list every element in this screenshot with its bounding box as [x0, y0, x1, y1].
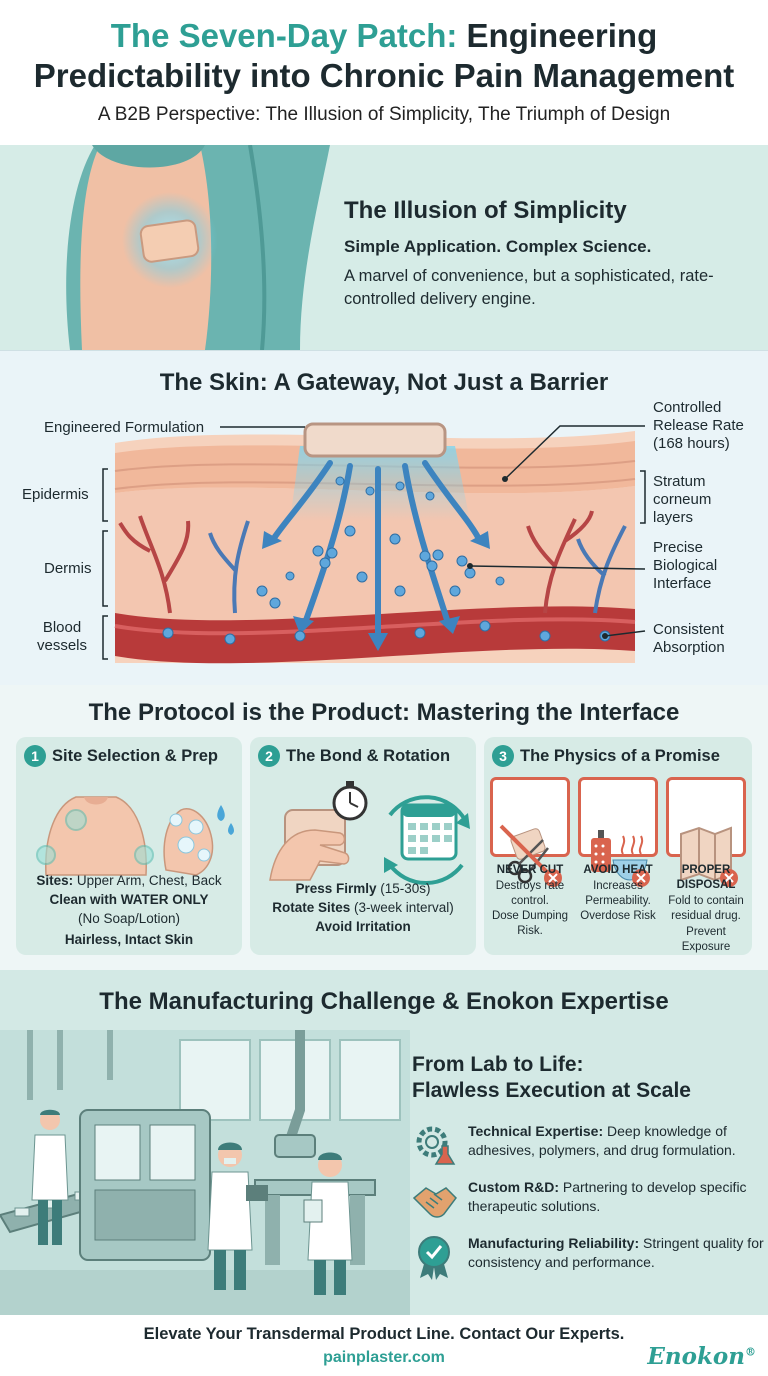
website-link[interactable]: painplaster.com [323, 1349, 445, 1366]
press-rotate-illustration [269, 781, 470, 885]
header: The Seven-Day Patch: Engineering Predict… [0, 0, 768, 145]
card-physics: 3 The Physics of a Promise [484, 737, 752, 955]
heat-source-icon [591, 830, 650, 887]
warning-avoid-heat [578, 777, 658, 887]
skin-cross-section-diagram [102, 422, 646, 664]
card-title: 3 The Physics of a Promise [492, 745, 720, 767]
stopwatch-icon [332, 781, 368, 821]
lab-heading: From Lab to Life: Flawless Execution at … [412, 1053, 691, 1102]
handshake-icon [412, 1187, 457, 1218]
card-title: 1 Site Selection & Prep [24, 745, 218, 767]
label-interface: Precise Biological Interface [653, 539, 718, 592]
warning-line2: Overdose Risk [580, 910, 656, 922]
arm-patch-illustration [66, 145, 330, 350]
enokon-logo: Enokon® [647, 1343, 756, 1370]
title-accent: The Seven-Day Patch: [110, 17, 458, 54]
label-blood-vessels: Blood vessels [36, 619, 88, 654]
card-site-selection: 1 Site Selection & Prep Sites: Upper Arm… [16, 737, 242, 955]
factory-illustration [0, 1030, 410, 1315]
warning-line2: Prevent Exposure [681, 926, 731, 953]
hand-washing-icon [163, 805, 234, 876]
label-formulation: Engineered Formulation [44, 419, 205, 436]
pressing-hand-icon [269, 829, 350, 881]
warning-disposal [666, 777, 746, 887]
footer: Elevate Your Transdermal Product Line. C… [0, 1315, 768, 1376]
skin-section: The Skin: A Gateway, Not Just a Barrier [0, 350, 768, 685]
title-rest: Engineering [466, 17, 658, 54]
manufacturing-heading: The Manufacturing Challenge & Enokon Exp… [99, 988, 669, 1015]
worker-left [31, 1109, 69, 1245]
folded-patch-icon [680, 826, 738, 887]
illusion-subheading: Simple Application. Complex Science. [344, 237, 652, 256]
step-number: 3 [492, 745, 514, 767]
feature-technical: Technical Expertise: Deep knowledge of a… [410, 1120, 760, 1170]
label-stratum: Stratum corneum layers [653, 473, 712, 526]
scissors-no-icon [499, 824, 562, 887]
worker-tablet [207, 1142, 268, 1290]
page-title-line2: Predictability into Chronic Pain Managem… [33, 57, 735, 94]
skin-requirement: Hairless, Intact Skin [64, 932, 194, 947]
illusion-description: A marvel of convenience, but a sophistic… [344, 267, 714, 308]
protocol-section: The Protocol is the Product: Mastering t… [0, 685, 768, 970]
step-number: 1 [24, 745, 46, 767]
torso-washing-illustration [36, 796, 234, 876]
protocol-heading: The Protocol is the Product: Mastering t… [88, 699, 680, 726]
warning-line2: Dose Dumping Risk. [491, 910, 569, 937]
worker-clipboard [303, 1152, 353, 1295]
illusion-section: The Illusion of Simplicity Simple Applic… [0, 145, 768, 350]
illusion-heading: The Illusion of Simplicity [344, 197, 627, 224]
feature-custom-rd: Custom R&D: Partnering to develop specif… [410, 1176, 760, 1226]
card-title: 2 The Bond & Rotation [258, 745, 450, 767]
press-line: Press Firmly (15-30s) [295, 881, 431, 896]
sites-line: Sites: Upper Arm, Chest, Back [36, 873, 222, 888]
label-epidermis: Epidermis [22, 486, 89, 503]
warning-line1: Destroys rate control. [495, 880, 565, 907]
page-subtitle: A B2B Perspective: The Illusion of Simpl… [97, 104, 671, 125]
skin-heading: The Skin: A Gateway, Not Just a Barrier [159, 369, 609, 396]
label-dermis: Dermis [44, 560, 92, 577]
avoid-irritation: Avoid Irritation [315, 919, 411, 934]
step-number: 2 [258, 745, 280, 767]
feature-text: Technical Expertise: Deep knowledge of a… [468, 1123, 736, 1158]
patch [139, 219, 200, 263]
page-title-line1: The Seven-Day Patch: Engineering [0, 16, 768, 56]
feature-reliability: Manufacturing Reliability: Stringent qua… [410, 1232, 764, 1282]
manufacturing-section: The Manufacturing Challenge & Enokon Exp… [0, 970, 768, 1315]
clean-note: (No Soap/Lotion) [77, 911, 181, 926]
feature-text: Custom R&D: Partnering to develop specif… [468, 1179, 747, 1214]
warning-line1: Fold to contain residual drug. [668, 895, 744, 922]
card-bond-rotation: 2 The Bond & Rotation [250, 737, 476, 955]
feature-text: Manufacturing Reliability: Stringent qua… [468, 1235, 764, 1270]
warning-line1: Increases Permeability. [585, 880, 651, 907]
clean-line: Clean with WATER ONLY [49, 892, 209, 907]
gear-flask-icon [416, 1126, 456, 1165]
label-absorption: Consistent Absorption [653, 621, 725, 656]
cta-text: Elevate Your Transdermal Product Line. C… [143, 1325, 625, 1343]
warning-title: NEVER CUT [496, 864, 564, 876]
rotate-line: Rotate Sites (3-week interval) [272, 900, 454, 915]
quality-badge-icon [418, 1236, 450, 1280]
label-release-rate: Controlled Release Rate (168 hours) [653, 399, 744, 452]
warning-title: PROPER DISPOSAL [676, 864, 736, 891]
calendar-rotation-icon [384, 795, 470, 885]
warning-title: AVOID HEAT [583, 864, 653, 876]
skin-patch [303, 422, 447, 458]
warning-never-cut [490, 777, 570, 887]
